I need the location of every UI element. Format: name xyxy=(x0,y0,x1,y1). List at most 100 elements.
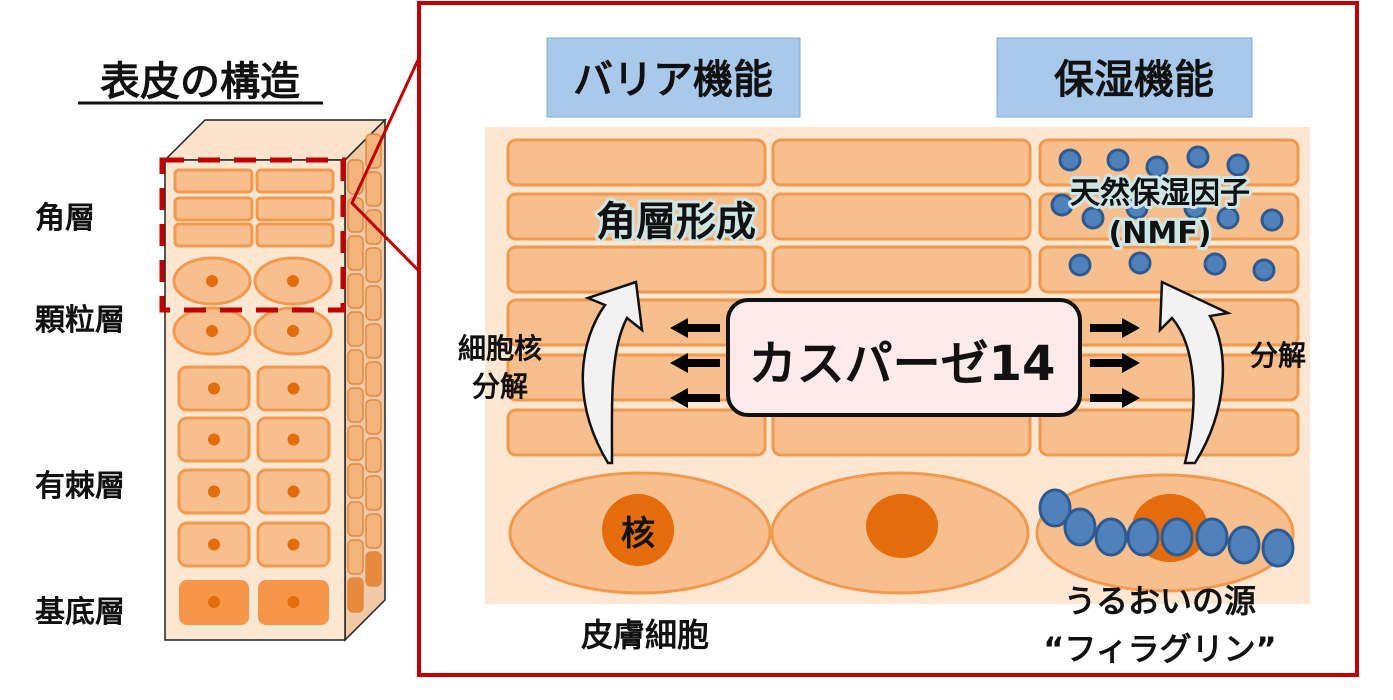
side-cell xyxy=(365,133,382,169)
nmf-bead xyxy=(1186,145,1210,169)
cell-nucleus xyxy=(208,433,220,446)
corneocyte-cell xyxy=(1038,408,1300,457)
arrow-left-icon xyxy=(670,353,720,373)
nmf-bead xyxy=(1216,206,1240,230)
side-cell xyxy=(365,513,382,549)
side-cell xyxy=(347,463,364,499)
cell-nucleus xyxy=(287,596,300,608)
corneocyte-cell xyxy=(506,408,767,457)
cell-nucleus xyxy=(287,485,300,498)
nmf-bead xyxy=(1226,153,1250,177)
nmf-bead xyxy=(1145,155,1169,179)
cell-nucleus xyxy=(206,325,218,337)
nmf-bead xyxy=(1128,251,1152,275)
corneocyte-cell xyxy=(771,138,1032,187)
nucleus-label: 核 xyxy=(621,514,655,554)
corneocyte-cell xyxy=(506,138,767,187)
nmf-beads xyxy=(1050,145,1284,282)
nucleus-breakdown-label-1: 細胞核 xyxy=(458,332,542,365)
corneocyte xyxy=(173,222,254,248)
filaggrin-bead xyxy=(1038,488,1072,528)
nucleus-1 xyxy=(602,494,674,566)
cell-nucleus xyxy=(208,538,220,551)
zoom-connector-lines xyxy=(350,59,420,272)
side-cell xyxy=(365,551,382,587)
cell-nucleus xyxy=(287,538,300,551)
side-cell xyxy=(365,399,382,435)
corneocyte xyxy=(255,168,335,194)
side-cell xyxy=(347,387,364,423)
side-cell xyxy=(347,501,364,537)
arrow-right-icon xyxy=(1090,353,1140,373)
side-cell xyxy=(365,247,382,283)
barrier-header: バリア機能 xyxy=(573,57,773,103)
filaggrin-bead xyxy=(1227,525,1261,565)
nucleus-breakdown-label-2: 分解 xyxy=(472,370,528,403)
side-cell xyxy=(365,209,382,245)
filaggrin-label-2: “フィラグリン” xyxy=(1043,630,1276,668)
side-cell xyxy=(365,171,382,207)
nmf-bead xyxy=(1260,208,1284,232)
nmf-bead xyxy=(1050,193,1074,217)
cell-nucleus xyxy=(208,596,220,608)
curved-arrow-right-icon xyxy=(1158,280,1233,465)
arrow-right-icon xyxy=(1090,388,1140,408)
epidermis-block xyxy=(159,118,387,642)
skin-cell-label: 皮膚細胞 xyxy=(581,616,709,654)
corneocyte-cell xyxy=(506,192,767,241)
cornification-label: 角層形成 xyxy=(596,199,756,245)
side-cell xyxy=(365,323,382,359)
nmf-bead xyxy=(1252,258,1276,282)
filaggrin-bead xyxy=(1126,517,1160,557)
corneocyte-cell xyxy=(771,245,1032,294)
moisture-header-box xyxy=(996,37,1253,118)
nmf-bead xyxy=(1058,148,1082,172)
caspase14-box xyxy=(726,298,1082,417)
side-cell xyxy=(365,475,382,511)
nucleus-2 xyxy=(866,494,938,558)
cell-nucleus xyxy=(206,275,218,287)
filaggrin-bead xyxy=(1195,517,1229,557)
side-cell xyxy=(347,349,364,385)
nmf-abbrev: (NMF) xyxy=(1109,216,1212,251)
barrier-header-box xyxy=(546,37,801,118)
filaggrin-label-1: うるおいの源 xyxy=(1064,582,1256,620)
filaggrin-bead xyxy=(1160,517,1194,557)
nmf-bead xyxy=(1068,253,1092,277)
side-cells xyxy=(347,133,382,613)
nmf-bead xyxy=(1081,206,1105,230)
enzyme-action-arrows xyxy=(670,318,1140,408)
side-cell xyxy=(365,285,382,321)
nmf-bead xyxy=(1106,148,1130,172)
cell-nucleus xyxy=(287,382,300,395)
side-cell xyxy=(347,159,364,195)
caspase14-label: カスパーゼ14 xyxy=(749,336,1056,392)
corneocyte xyxy=(173,196,254,222)
curved-arrow-left-icon xyxy=(581,280,644,465)
layer-label-corneum: 角層 xyxy=(35,201,95,236)
arrow-right-icon xyxy=(1090,318,1140,338)
side-cell xyxy=(365,437,382,473)
corneocyte xyxy=(173,168,254,194)
cell-nucleus xyxy=(287,325,299,337)
cell-nucleus xyxy=(287,275,299,287)
front-cells xyxy=(172,168,335,625)
side-cell xyxy=(347,235,364,271)
filaggrin-bead xyxy=(1094,517,1128,557)
cell-nucleus xyxy=(208,382,220,395)
side-cell xyxy=(347,197,364,233)
side-cell xyxy=(347,577,364,613)
side-cell xyxy=(347,425,364,461)
corneocyte xyxy=(255,196,335,222)
filaggrin-bead xyxy=(1063,507,1097,547)
nmf-bead xyxy=(1125,196,1149,220)
filaggrin-bead xyxy=(1261,528,1295,568)
moisture-header: 保湿機能 xyxy=(1054,57,1214,103)
arrow-left-icon xyxy=(670,388,720,408)
arrow-left-icon xyxy=(670,318,720,338)
layer-label-spinous: 有棘層 xyxy=(35,469,125,504)
nmf-bead xyxy=(1203,252,1227,276)
diagram-title: 表皮の構造 xyxy=(100,59,300,105)
layer-label-basal: 基底層 xyxy=(35,595,125,630)
